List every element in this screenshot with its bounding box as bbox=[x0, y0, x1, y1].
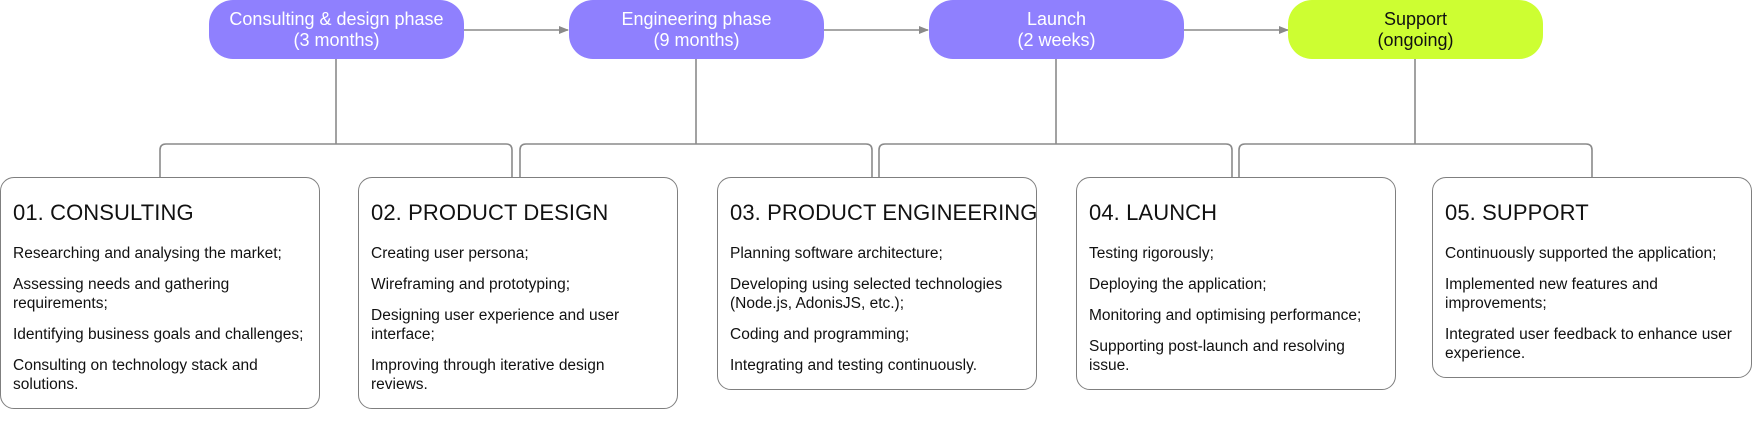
card-list: Creating user persona; Wireframing and p… bbox=[371, 244, 665, 394]
card-list: Testing rigorously; Deploying the applic… bbox=[1089, 244, 1383, 375]
phase-engineering: Engineering phase (9 months) bbox=[569, 0, 824, 59]
list-item: Identifying business goals and challenge… bbox=[13, 326, 304, 343]
card-title: 02. PRODUCT DESIGN bbox=[371, 200, 609, 225]
list-item: Improving through iterative design revie… bbox=[371, 357, 605, 393]
phase-consulting-design: Consulting & design phase (3 months) bbox=[209, 0, 464, 59]
list-item: Consulting on technology stack and solut… bbox=[13, 357, 258, 393]
card-title: 03. PRODUCT ENGINEERING bbox=[730, 200, 1038, 225]
bracket-1 bbox=[159, 143, 513, 177]
card-list: Researching and analysing the market; As… bbox=[13, 244, 307, 394]
card-consulting: 01. CONSULTING Researching and analysing… bbox=[0, 177, 320, 409]
bracket-3 bbox=[878, 143, 1233, 177]
list-item: Researching and analysing the market; bbox=[13, 245, 282, 262]
phase-support: Support (ongoing) bbox=[1288, 0, 1543, 59]
bracket-4 bbox=[1238, 143, 1593, 177]
phase-label: Engineering phase bbox=[621, 8, 772, 29]
card-product-engineering: 03. PRODUCT ENGINEERING Planning softwar… bbox=[717, 177, 1037, 390]
list-item: Assessing needs and gathering requiremen… bbox=[13, 276, 230, 312]
card-product-design: 02. PRODUCT DESIGN Creating user persona… bbox=[358, 177, 678, 409]
phase-label: Consulting & design phase bbox=[229, 8, 444, 29]
list-item: Deploying the application; bbox=[1089, 276, 1267, 293]
phase-duration: (3 months) bbox=[293, 29, 380, 50]
list-item: Creating user persona; bbox=[371, 245, 529, 262]
list-item: Planning software architecture; bbox=[730, 245, 943, 262]
card-title: 01. CONSULTING bbox=[13, 200, 194, 225]
card-launch: 04. LAUNCH Testing rigorously; Deploying… bbox=[1076, 177, 1396, 390]
list-item: Implemented new features and improvement… bbox=[1445, 276, 1658, 312]
list-item: Monitoring and optimising performance; bbox=[1089, 307, 1362, 324]
card-title: 05. SUPPORT bbox=[1445, 200, 1589, 225]
list-item: Coding and programming; bbox=[730, 326, 910, 343]
list-item: Testing rigorously; bbox=[1089, 245, 1214, 262]
list-item: Continuously supported the application; bbox=[1445, 245, 1717, 262]
list-item: Designing user experience and user inter… bbox=[371, 307, 620, 343]
card-title: 04. LAUNCH bbox=[1089, 200, 1218, 225]
list-item: Integrating and testing continuously. bbox=[730, 357, 978, 374]
card-list: Continuously supported the application; … bbox=[1445, 244, 1739, 363]
phase-launch: Launch (2 weeks) bbox=[929, 0, 1184, 59]
phase-duration: (ongoing) bbox=[1377, 29, 1454, 50]
list-item: Developing using selected technologies (… bbox=[730, 276, 1003, 312]
list-item: Integrated user feedback to enhance user… bbox=[1445, 326, 1732, 362]
list-item: Wireframing and prototyping; bbox=[371, 276, 571, 293]
card-support: 05. SUPPORT Continuously supported the a… bbox=[1432, 177, 1752, 378]
phase-label: Launch bbox=[1026, 8, 1087, 29]
phase-label: Support bbox=[1383, 8, 1448, 29]
list-item: Supporting post-launch and resolving iss… bbox=[1089, 338, 1345, 374]
card-list: Planning software architecture; Developi… bbox=[730, 244, 1024, 375]
phase-duration: (9 months) bbox=[653, 29, 740, 50]
phase-duration: (2 weeks) bbox=[1017, 29, 1096, 50]
bracket-2 bbox=[519, 143, 873, 177]
